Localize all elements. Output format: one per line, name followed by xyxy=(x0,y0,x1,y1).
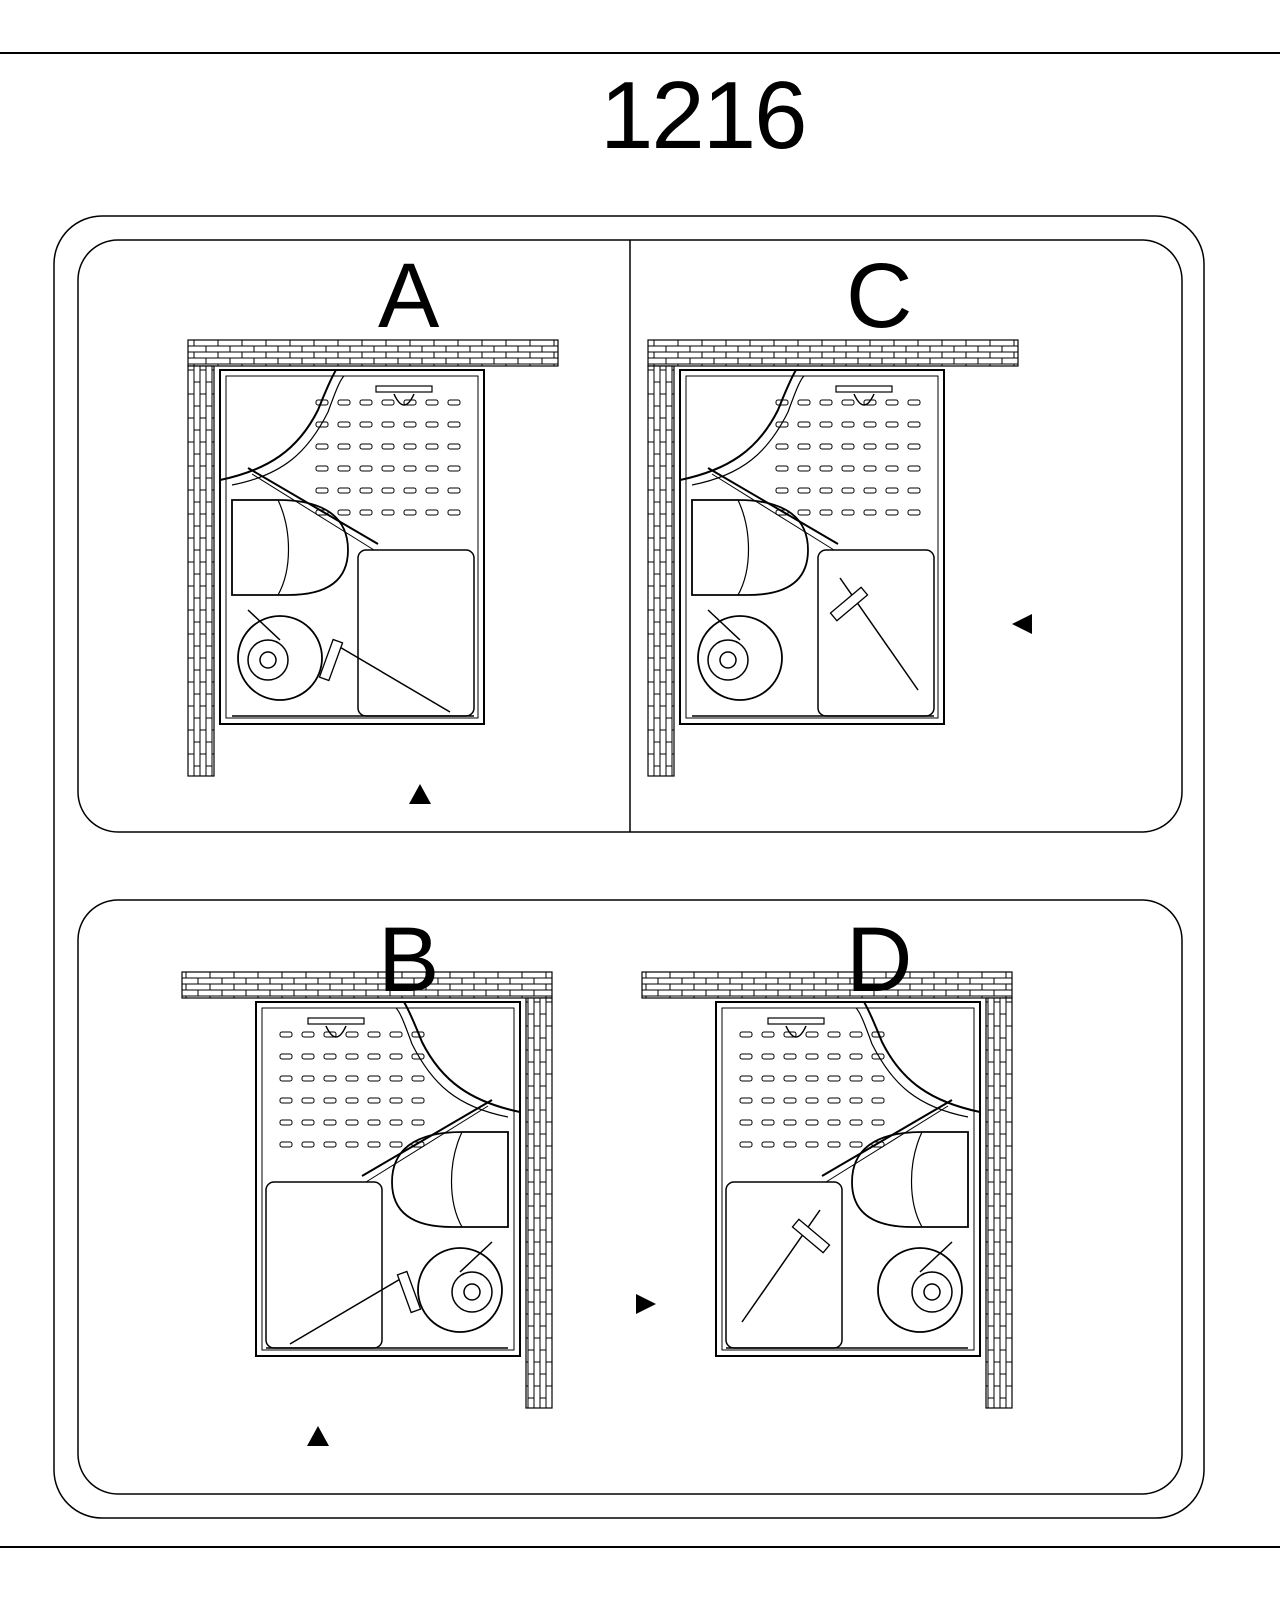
panel-label-b: B xyxy=(378,909,440,1011)
brick-wall-top xyxy=(641,971,1013,999)
plan-c-drawing xyxy=(647,339,1019,777)
enclosure-inner xyxy=(721,1007,975,1351)
top-rule xyxy=(0,52,1280,54)
round-fixture xyxy=(697,615,783,701)
plan-a xyxy=(187,339,559,777)
plan-a-drawing xyxy=(187,339,559,777)
diagonal-screen xyxy=(361,1099,493,1177)
bottom-rule xyxy=(0,1546,1280,1548)
brick-wall-top xyxy=(647,339,1019,367)
enclosure-outline xyxy=(255,1001,521,1357)
curved-wall xyxy=(403,1001,521,1113)
plan-b xyxy=(181,971,553,1409)
shower-head xyxy=(767,1017,825,1025)
brick-wall-side xyxy=(187,365,215,777)
curved-wall xyxy=(679,369,797,481)
shower-tray xyxy=(725,1181,843,1349)
panel-label-d: D xyxy=(846,909,913,1011)
entry-arrow-b xyxy=(307,1426,329,1446)
floor-dimples xyxy=(775,399,921,516)
plan-b-drawing xyxy=(181,971,553,1409)
door-swing-indicator xyxy=(829,577,919,691)
curved-wall xyxy=(219,369,337,481)
enclosure-outline xyxy=(219,369,485,725)
brick-wall-side xyxy=(647,365,675,777)
brick-wall-top xyxy=(181,971,553,999)
plan-d xyxy=(641,971,1013,1409)
shower-head xyxy=(375,385,433,393)
diagonal-screen xyxy=(707,467,839,545)
enclosure-inner xyxy=(225,375,479,719)
enclosure-outline xyxy=(715,1001,981,1357)
shower-tray xyxy=(817,549,935,717)
model-number: 1216 xyxy=(600,62,808,169)
enclosure-outline xyxy=(679,369,945,725)
bench-seat xyxy=(391,1131,509,1228)
diagonal-screen xyxy=(247,467,379,545)
door-swing-indicator xyxy=(318,638,451,713)
floor-dimples xyxy=(739,1031,885,1148)
bench-seat xyxy=(691,499,809,596)
plan-c xyxy=(647,339,1019,777)
door-swing-indicator xyxy=(741,1209,831,1323)
entry-arrow-c xyxy=(1012,614,1032,634)
enclosure-inner xyxy=(261,1007,515,1351)
entry-arrow-a xyxy=(409,784,431,804)
brick-wall-side xyxy=(525,997,553,1409)
door-swing-indicator xyxy=(289,1270,422,1345)
round-fixture xyxy=(877,1247,963,1333)
outer-frame xyxy=(53,215,1205,1519)
floor-dimples xyxy=(279,1031,425,1148)
curved-wall xyxy=(863,1001,981,1113)
panel-label-a: A xyxy=(378,245,440,347)
brick-wall-side xyxy=(985,997,1013,1409)
round-fixture xyxy=(417,1247,503,1333)
shower-head xyxy=(835,385,893,393)
round-fixture xyxy=(237,615,323,701)
bottom-group-frame xyxy=(77,899,1183,1495)
floor-dimples xyxy=(315,399,461,516)
shower-head xyxy=(307,1017,365,1025)
enclosure-inner xyxy=(685,375,939,719)
diagonal-screen xyxy=(821,1099,953,1177)
panel-label-c: C xyxy=(846,245,913,347)
bench-seat xyxy=(231,499,349,596)
plan-d-drawing xyxy=(641,971,1013,1409)
bench-seat xyxy=(851,1131,969,1228)
brick-wall-top xyxy=(187,339,559,367)
entry-arrow-d xyxy=(636,1294,656,1314)
